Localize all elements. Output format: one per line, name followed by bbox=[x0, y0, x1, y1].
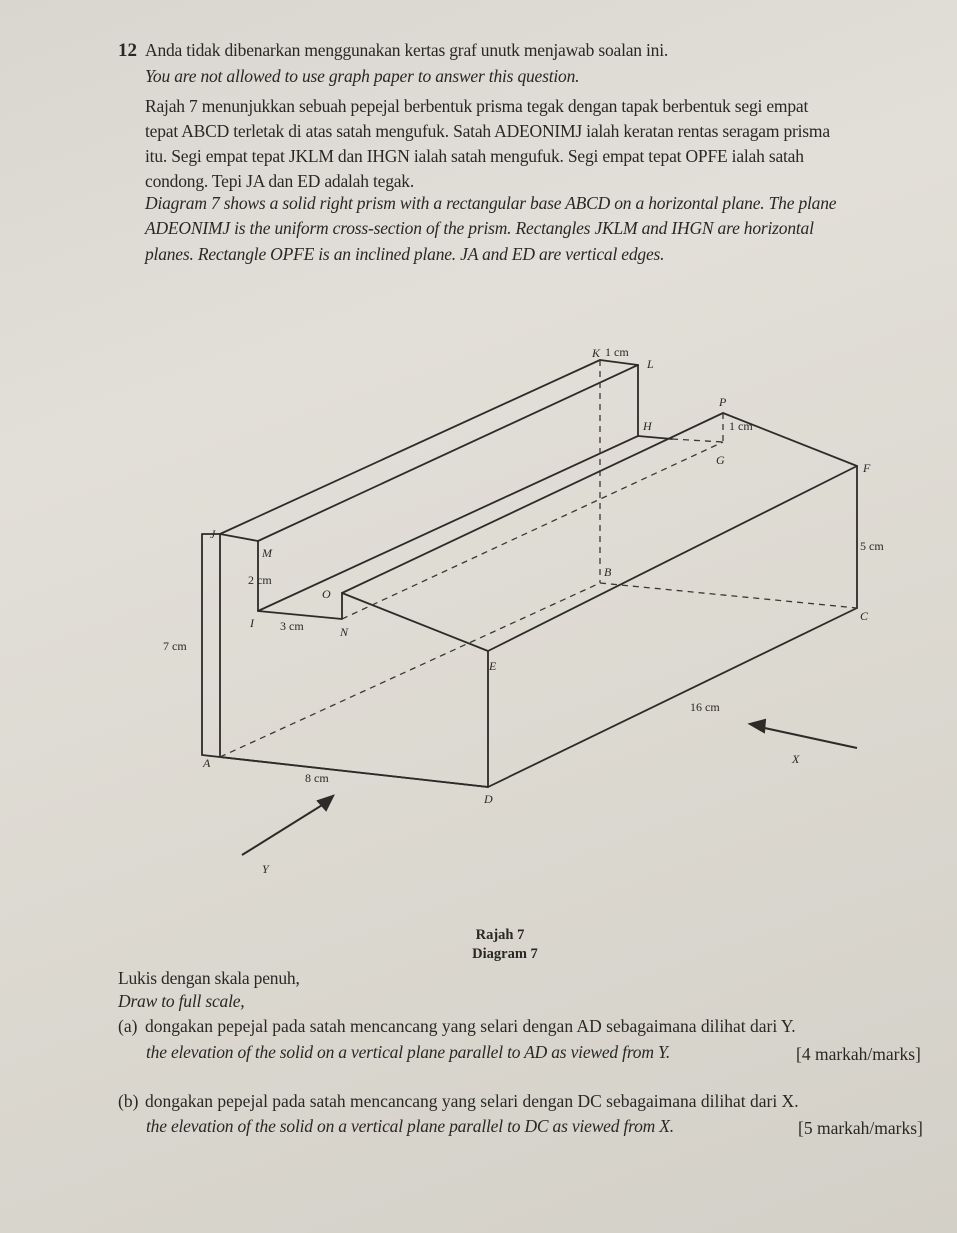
label-F: F bbox=[862, 461, 871, 475]
label-E: E bbox=[488, 659, 497, 673]
edge-KL bbox=[599, 359, 639, 366]
description-ms-line-4: condong. Tepi JA dan ED adalah tegak. bbox=[145, 171, 415, 191]
hidden-edge-BC bbox=[599, 582, 858, 609]
dim-MI: 2 cm bbox=[248, 573, 272, 587]
description-ms-line-1: Rajah 7 menunjukkan sebuah pepejal berbe… bbox=[145, 96, 809, 116]
label-H: H bbox=[642, 419, 653, 433]
dim-JA: 7 cm bbox=[163, 639, 187, 653]
hidden-edge-NG bbox=[341, 441, 724, 620]
dim-FC: 5 cm bbox=[860, 539, 884, 553]
arrow-Y-shaft bbox=[241, 801, 328, 856]
task-a: (a) dongakan pepejal pada satah mencanca… bbox=[118, 1016, 796, 1037]
label-N: N bbox=[339, 625, 349, 639]
label-L: L bbox=[646, 357, 654, 371]
label-C: C bbox=[860, 609, 869, 623]
edge-PF bbox=[722, 412, 858, 467]
label-J: J bbox=[210, 527, 216, 541]
hidden-edge-HG bbox=[671, 438, 724, 443]
intro-malay: Lukis dengan skala penuh, bbox=[118, 968, 300, 988]
label-I: I bbox=[249, 616, 255, 630]
label-view-X: X bbox=[791, 752, 800, 766]
caption-english: Diagram 7 bbox=[472, 946, 538, 962]
question-number: 12 bbox=[118, 40, 137, 61]
dim-DC: 16 cm bbox=[690, 700, 720, 714]
label-D: D bbox=[483, 792, 493, 806]
edge-IH bbox=[257, 435, 639, 612]
dim-KL: 1 cm bbox=[605, 345, 629, 359]
label-A: A bbox=[202, 756, 211, 770]
label-O: O bbox=[322, 587, 331, 601]
task-b-text-en: the elevation of the solid on a vertical… bbox=[146, 1116, 674, 1136]
edge-ML bbox=[257, 364, 639, 542]
description-ms-line-3: itu. Segi empat tepat JKLM dan IHGN iala… bbox=[145, 146, 804, 166]
arrow-X-shaft bbox=[759, 726, 858, 749]
description-en-line-2: ADEONIMJ is the uniform cross-section of… bbox=[145, 218, 814, 238]
description-ms-line-2: tepat ABCD terletak di atas satah menguf… bbox=[145, 121, 830, 141]
task-a-label: (a) bbox=[118, 1016, 138, 1036]
task-b-marks: [5 markah/marks] bbox=[798, 1118, 923, 1138]
edge-JK bbox=[219, 359, 601, 535]
edge-EF bbox=[487, 465, 858, 652]
edge-HG bbox=[637, 435, 673, 440]
task-a-marks: [4 markah/marks] bbox=[796, 1044, 921, 1064]
edge-DC bbox=[487, 607, 858, 788]
label-B: B bbox=[604, 565, 612, 579]
description-en-line-1: Diagram 7 shows a solid right prism with… bbox=[145, 193, 837, 213]
arrow-Y-head bbox=[316, 794, 335, 812]
instruction-english: You are not allowed to use graph paper t… bbox=[145, 66, 580, 86]
description-en-line-3: planes. Rectangle OPFE is an inclined pl… bbox=[145, 244, 665, 264]
task-b: (b) dongakan pepejal pada satah mencanca… bbox=[118, 1091, 799, 1112]
dim-PG: 1 cm bbox=[729, 419, 753, 433]
intro-english: Draw to full scale, bbox=[118, 991, 245, 1011]
task-a-text-en: the elevation of the solid on a vertical… bbox=[146, 1042, 671, 1062]
task-b-label: (b) bbox=[118, 1091, 139, 1111]
label-view-Y: Y bbox=[262, 862, 270, 876]
hidden-edge-AB bbox=[219, 582, 601, 758]
dim-AD: 8 cm bbox=[305, 771, 329, 785]
edge-AD bbox=[219, 756, 489, 788]
arrow-X-head bbox=[747, 718, 767, 734]
task-a-text-ms: dongakan pepejal pada satah mencancang y… bbox=[145, 1016, 796, 1036]
label-K: K bbox=[591, 346, 601, 360]
label-M: M bbox=[261, 546, 273, 560]
front-face-outline bbox=[201, 533, 489, 788]
instruction-malay: Anda tidak dibenarkan menggunakan kertas… bbox=[145, 40, 669, 60]
dim-IN: 3 cm bbox=[280, 619, 304, 633]
caption-malay: Rajah 7 bbox=[475, 927, 525, 943]
edge-OP bbox=[341, 412, 724, 594]
task-b-text-ms: dongakan pepejal pada satah mencancang y… bbox=[145, 1091, 799, 1111]
label-P: P bbox=[718, 395, 727, 409]
label-G: G bbox=[716, 453, 725, 467]
